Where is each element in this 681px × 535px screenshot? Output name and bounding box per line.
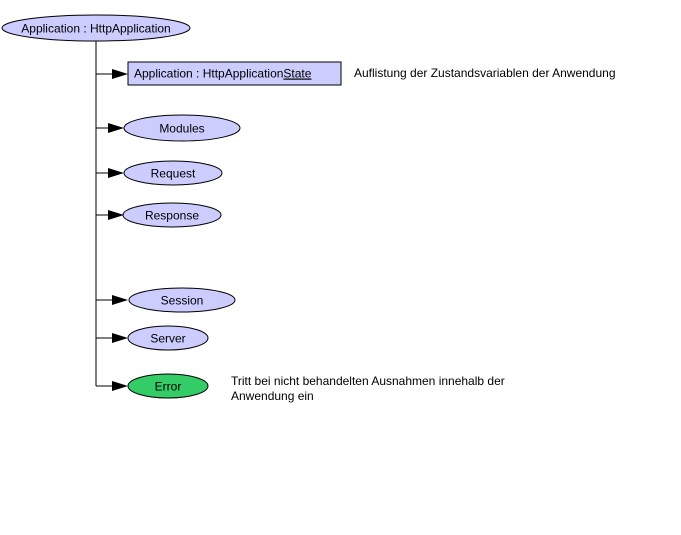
child-node-server[interactable]: Server (127, 325, 209, 351)
connector-session (96, 295, 128, 305)
arrow-head-icon (112, 69, 128, 79)
connector-server (96, 333, 128, 343)
arrow-head-icon (108, 123, 124, 133)
connector-state (96, 69, 128, 79)
child-node-shape (123, 114, 241, 142)
child-node-shape (127, 325, 209, 351)
arrow-head-icon (108, 210, 124, 220)
child-node-shape (123, 160, 223, 186)
state-node-label-main: Application : HttpApplication (134, 67, 283, 81)
arrow-head-icon (108, 168, 124, 178)
state-node-shape (127, 61, 342, 86)
arrow-head-icon (112, 333, 128, 343)
child-node-request[interactable]: Request (123, 160, 223, 186)
error-description: Tritt bei nicht behandelten Ausnahmen in… (231, 374, 505, 403)
arrow-head-icon (112, 295, 128, 305)
state-description: Auflistung der Zustandsvariablen der Anw… (354, 66, 616, 80)
error-node[interactable]: Error (127, 373, 209, 399)
root-node-shape (1, 14, 191, 42)
connector-modules (96, 123, 124, 133)
error-node-label: Error (155, 380, 182, 394)
state-node[interactable]: Application : HttpApplicationState (127, 61, 342, 86)
error-node-shape (127, 373, 209, 399)
child-node-label: Modules (159, 122, 204, 136)
child-node-label: Session (161, 294, 204, 308)
root-node-label: Application : HttpApplication (21, 22, 170, 36)
child-node-modules[interactable]: Modules (123, 114, 241, 142)
child-node-label: Response (145, 209, 199, 223)
arrow-head-icon (112, 381, 128, 391)
child-node-label: Request (151, 167, 196, 181)
root-node[interactable]: Application : HttpApplication (1, 14, 191, 42)
state-node-label: Application : HttpApplicationState (134, 67, 312, 81)
child-node-shape (122, 202, 222, 228)
child-node-label: Server (150, 332, 185, 346)
state-node-label-link[interactable]: State (283, 67, 311, 81)
connector-response (96, 210, 124, 220)
connector-request (96, 168, 124, 178)
connector-error (96, 381, 128, 391)
child-node-shape (128, 287, 236, 313)
child-node-session[interactable]: Session (128, 287, 236, 313)
child-node-response[interactable]: Response (122, 202, 222, 228)
